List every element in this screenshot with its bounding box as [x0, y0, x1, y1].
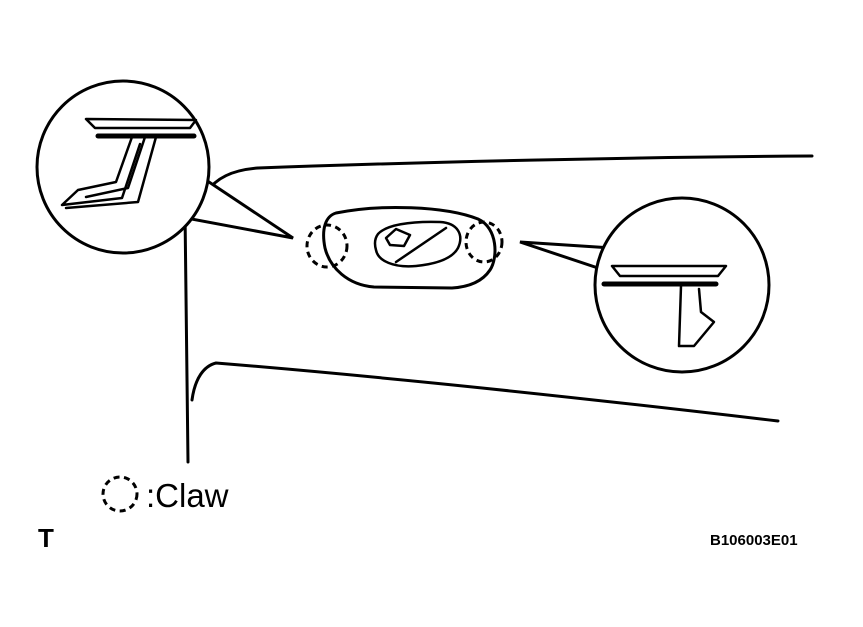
left-claw-cross-section-icon [60, 117, 198, 210]
panel-vertical-edge [183, 210, 190, 464]
right-claw-cross-section-icon [601, 264, 728, 348]
panel-top-edge [205, 154, 814, 194]
dashed-circle-icon [101, 475, 139, 513]
switch-knob [373, 220, 462, 268]
claw-markers [305, 220, 504, 269]
panel-bottom-edge [190, 361, 780, 423]
switch-knob-notch [384, 227, 412, 248]
legend-label: :Claw [146, 477, 229, 514]
left-detail-circle [35, 79, 211, 255]
view-marker: T [38, 523, 54, 553]
claw-left-icon [305, 223, 349, 269]
switch-knob-lever [394, 226, 448, 264]
switch-assembly [322, 205, 497, 290]
claw-right-icon [464, 220, 504, 264]
right-detail-callout [519, 196, 771, 374]
switch-bezel-outer [322, 205, 497, 290]
panel-outline [183, 154, 814, 464]
claw-legend: :Claw [101, 475, 229, 514]
left-detail-callout [35, 79, 294, 255]
figure-code: B106003E01 [710, 532, 798, 549]
